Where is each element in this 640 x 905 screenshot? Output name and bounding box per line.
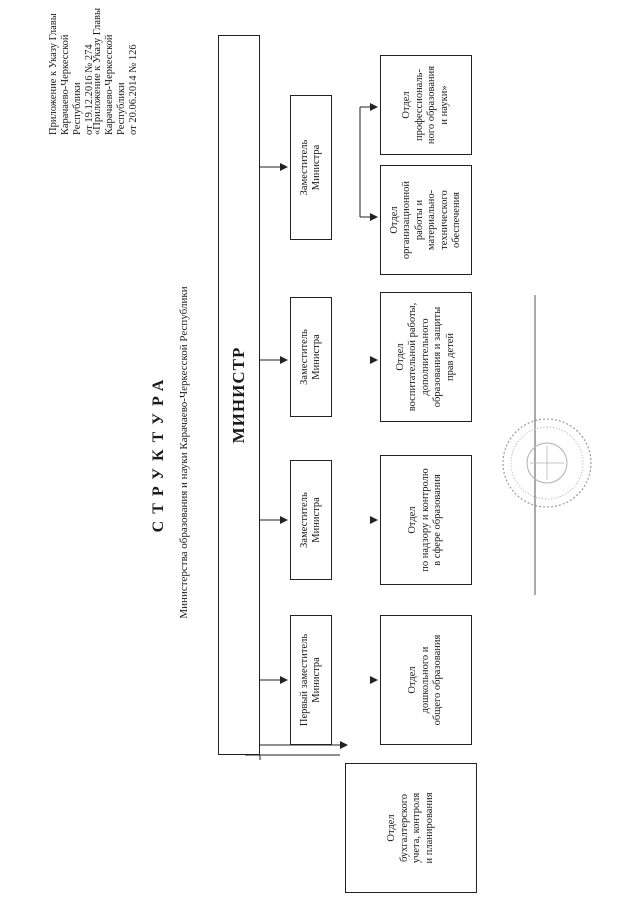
- department-supervision: Отдел по надзору и контролю в сфере обра…: [380, 455, 472, 585]
- minister-box: МИНИСТР: [218, 35, 260, 755]
- department-preschool: Отдел дошкольного и общего образования: [380, 615, 472, 745]
- deputy-box-2: Заместитель Министра: [290, 460, 332, 580]
- department-upbringing: Отдел воспитательной работы, дополнитель…: [380, 292, 472, 422]
- connector-minister-accounting: [245, 754, 261, 760]
- deputy-box-4: Заместитель Министра: [290, 95, 332, 240]
- official-seal: [502, 418, 592, 508]
- department-accounting: Отдел бухгалтерского учета, контроля и п…: [345, 763, 477, 893]
- department-professional: Отдел профессиональ- ного образования и …: [380, 55, 472, 155]
- deputy-box-1: Первый заместитель Министра: [290, 615, 332, 745]
- deputy-box-3: Заместитель Министра: [290, 297, 332, 417]
- department-organizational: Отдел организационной работы и материаль…: [380, 165, 472, 275]
